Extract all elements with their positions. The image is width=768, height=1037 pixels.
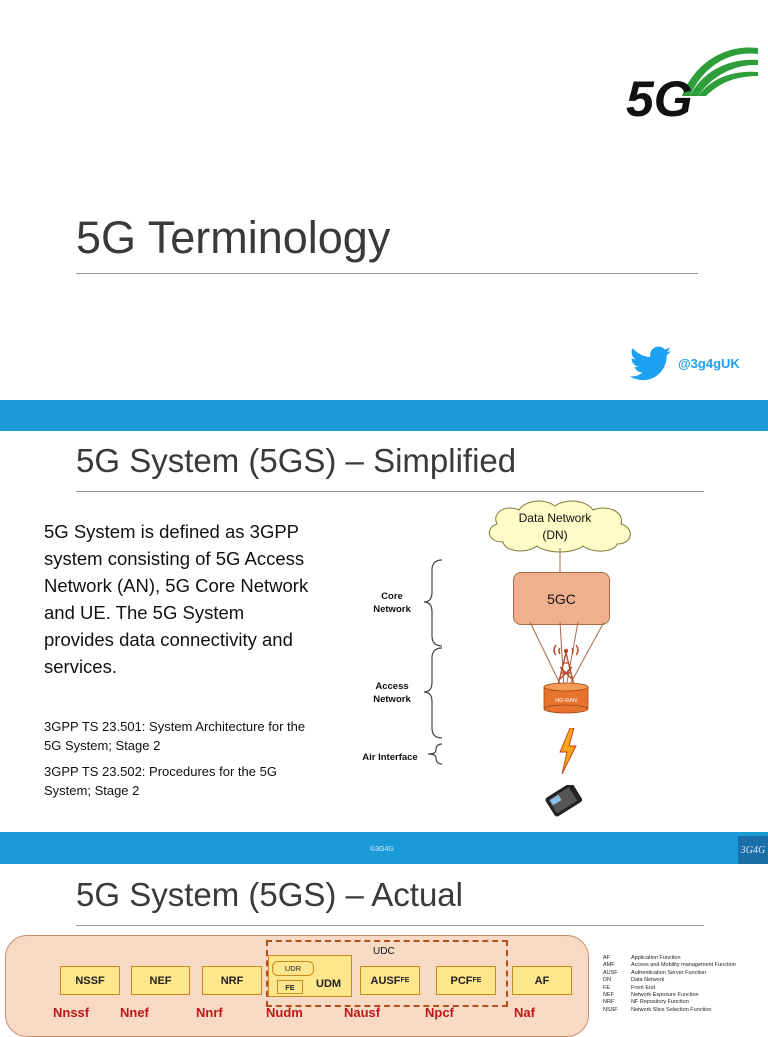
- slide-2-description: 5G System is defined as 3GPP system cons…: [44, 521, 309, 677]
- lightning-icon: [559, 728, 577, 774]
- reference-23502[interactable]: 3GPP TS 23.502: Procedures for the 5G Sy…: [44, 764, 277, 798]
- node-nef[interactable]: NEF: [131, 966, 190, 995]
- slide-2-title: 5G System (5GS) – Simplified: [76, 442, 517, 479]
- reference-23501[interactable]: 3GPP TS 23.501: System Architecture for …: [44, 719, 306, 753]
- node-nrf[interactable]: NRF: [202, 966, 262, 995]
- slide-3-divider: [76, 925, 704, 926]
- slide-2-divider: [76, 491, 704, 492]
- ng-ran-label: NG-RAN: [555, 698, 577, 704]
- interface-naf: Naf: [514, 1005, 535, 1020]
- udr-cylinder: UDR: [272, 961, 314, 976]
- title-divider: [76, 273, 698, 274]
- node-af[interactable]: AF: [512, 966, 572, 995]
- core-to-ran-links: [529, 622, 605, 689]
- slide-3-title: 5G System (5GS) – Actual: [76, 876, 463, 913]
- udc-dashed-box: [266, 940, 508, 1007]
- interface-npcf: Npcf: [425, 1005, 454, 1020]
- label-core-network: Core Network: [373, 591, 411, 615]
- slide-footer-band: [0, 832, 768, 864]
- footer-copyright: ©3G4G: [370, 846, 394, 853]
- logo-text: 5G: [626, 71, 693, 122]
- twitter-bird-icon: [630, 346, 672, 381]
- udc-label: UDC: [373, 946, 395, 957]
- interface-nnssf: Nnssf: [53, 1005, 90, 1020]
- udm-fe-box: FE: [277, 980, 303, 994]
- label-access-network: Access Network: [373, 681, 411, 705]
- interface-nnrf: Nnrf: [196, 1005, 223, 1020]
- interface-nausf: Nausf: [344, 1005, 381, 1020]
- 5g-logo-icon: 5G: [626, 47, 758, 122]
- page-title: 5G Terminology: [76, 212, 391, 263]
- antenna-tower-icon: [553, 645, 579, 686]
- ng-ran-cylinder: [543, 682, 589, 714]
- slide-separator-band: [0, 400, 768, 431]
- footer-logo: 3G4G: [738, 836, 768, 864]
- core-5gc-box: 5GC: [513, 572, 610, 625]
- cloud-label-data-network: Data Network (DN): [518, 511, 592, 542]
- node-nssf[interactable]: NSSF: [60, 966, 120, 995]
- interface-nudm: Nudm: [266, 1005, 303, 1020]
- label-air-interface: Air Interface: [362, 752, 418, 763]
- cloud-to-core-link: [559, 548, 561, 574]
- udm-label: UDM: [316, 978, 342, 990]
- twitter-handle[interactable]: @3g4gUK: [678, 356, 740, 371]
- slide-1: 5G 5G Terminology @3g4gUK: [0, 0, 768, 400]
- smartphone-icon: [545, 785, 583, 817]
- interface-nnef: Nnef: [120, 1005, 149, 1020]
- brace-lines: [423, 559, 443, 765]
